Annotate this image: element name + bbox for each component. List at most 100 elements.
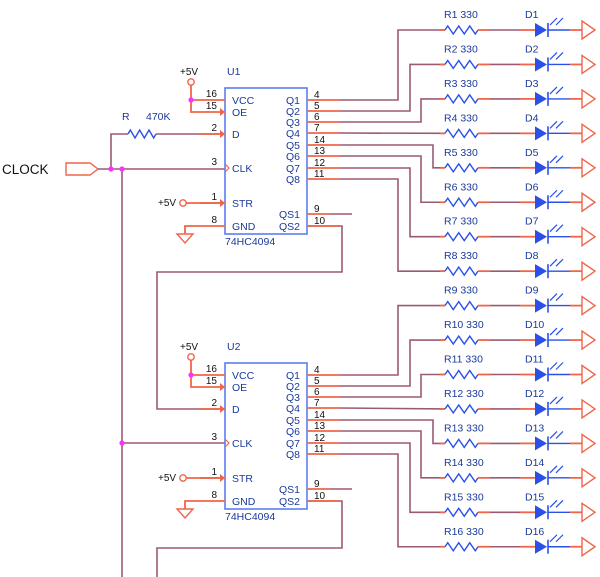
pin-name: STR: [232, 473, 253, 485]
pin-number: 10: [314, 216, 326, 227]
resistor-label: R2 330: [444, 43, 478, 55]
light-ray-icon: [549, 534, 558, 543]
light-ray-icon: [555, 430, 564, 439]
pin-name: GND: [232, 496, 256, 508]
pin-name: Q4: [286, 128, 300, 140]
pin-name: QS2: [279, 221, 300, 233]
resistor-icon: [444, 265, 479, 277]
clock-pin-icon: [224, 438, 230, 448]
pin-number: 8: [211, 215, 217, 226]
output-port-icon: [581, 467, 597, 489]
led-icon: [535, 367, 547, 382]
clock-pin-icon: [224, 163, 230, 173]
output-port-icon: [581, 88, 597, 110]
pin-number: 3: [211, 157, 217, 168]
light-ray-icon: [549, 224, 558, 233]
output-port-icon: [581, 226, 597, 248]
output-port-icon: [581, 501, 597, 523]
light-ray-icon: [549, 155, 558, 164]
resistor-icon: [444, 231, 479, 242]
resistor-icon: [444, 369, 479, 380]
output-port-icon: [581, 329, 597, 351]
light-ray-icon: [555, 258, 564, 267]
chip-u1: [224, 87, 308, 235]
diode-label: D8: [525, 250, 539, 262]
resistor-label: R9 330: [444, 285, 478, 297]
pin-number: 5: [314, 101, 320, 112]
output-wire: [340, 339, 445, 387]
pin-name: CLK: [232, 163, 252, 175]
output-wire: [340, 144, 445, 169]
led-icon: [535, 470, 547, 485]
light-ray-icon: [549, 52, 558, 60]
light-ray-icon: [549, 17, 558, 26]
oe-wire: [190, 85, 225, 113]
resistor-label: R6 330: [444, 181, 478, 193]
led-icon: [535, 333, 547, 348]
diode-label: D12: [525, 388, 544, 400]
resistor-icon: [444, 438, 479, 449]
pin-number: 6: [314, 112, 320, 123]
input-port-icon: [65, 162, 100, 176]
light-ray-icon: [555, 189, 564, 198]
pin-number: 16: [206, 364, 218, 375]
light-ray-icon: [549, 189, 558, 198]
pin-name: Q3: [286, 392, 300, 404]
pin-number: 13: [314, 146, 326, 157]
output-wire: [340, 29, 445, 101]
resistor-label: R10 330: [444, 319, 484, 331]
pin-name: Q3: [286, 117, 300, 129]
pin-number: 7: [314, 398, 320, 409]
resistor-label: R11 330: [444, 354, 483, 366]
pin-number: 14: [314, 410, 326, 421]
pullup-wire: [110, 133, 128, 169]
led-icon: [535, 264, 547, 279]
diode-label: D11: [525, 354, 544, 366]
resistor-value: 470K: [146, 111, 171, 123]
output-port-icon: [581, 157, 597, 179]
pin-name: OE: [232, 382, 247, 394]
diode-label: D16: [525, 526, 544, 538]
pin-name: Q7: [286, 163, 300, 175]
pin-number: 14: [314, 135, 326, 146]
junction-dot: [188, 372, 194, 378]
pin-number: 16: [206, 89, 218, 100]
output-wire: [340, 63, 445, 112]
diode-label: D3: [525, 78, 539, 90]
supply-terminal-icon: [179, 199, 187, 207]
pin-number: 4: [314, 365, 320, 376]
pin-name: Q5: [286, 140, 300, 152]
pin-name: CLK: [232, 438, 252, 450]
pin-number: 1: [211, 192, 217, 203]
diode-label: D15: [525, 491, 544, 503]
led-icon: [535, 436, 547, 451]
junction-dot: [119, 166, 125, 172]
resistor-icon: [444, 507, 479, 518]
pin-name: OE: [232, 107, 247, 119]
pin-arrow-icon: [220, 383, 225, 391]
pin-name: D: [232, 129, 240, 141]
output-port-icon: [581, 260, 597, 282]
led-icon: [535, 298, 547, 313]
led-icon: [535, 539, 547, 554]
light-ray-icon: [549, 362, 558, 370]
led-icon: [535, 23, 547, 37]
pin-name: Q4: [286, 403, 300, 415]
light-ray-icon: [555, 224, 564, 233]
output-port-icon: [581, 433, 597, 454]
light-ray-icon: [549, 465, 558, 474]
pin-number: 8: [211, 490, 217, 501]
output-port-icon: [581, 398, 597, 420]
pin-name: Q5: [286, 415, 300, 427]
gnd-wire: [184, 225, 225, 234]
pin-name: VCC: [232, 95, 255, 107]
resistor-icon: [444, 541, 479, 552]
light-ray-icon: [549, 258, 558, 267]
resistor-label: R16 330: [444, 526, 484, 538]
output-wire: [340, 167, 445, 238]
pin-name: Q2: [286, 381, 300, 393]
gnd-wire: [184, 500, 225, 509]
output-wire: [339, 407, 446, 410]
pin-name: Q2: [286, 106, 300, 118]
output-wire: [340, 453, 445, 548]
